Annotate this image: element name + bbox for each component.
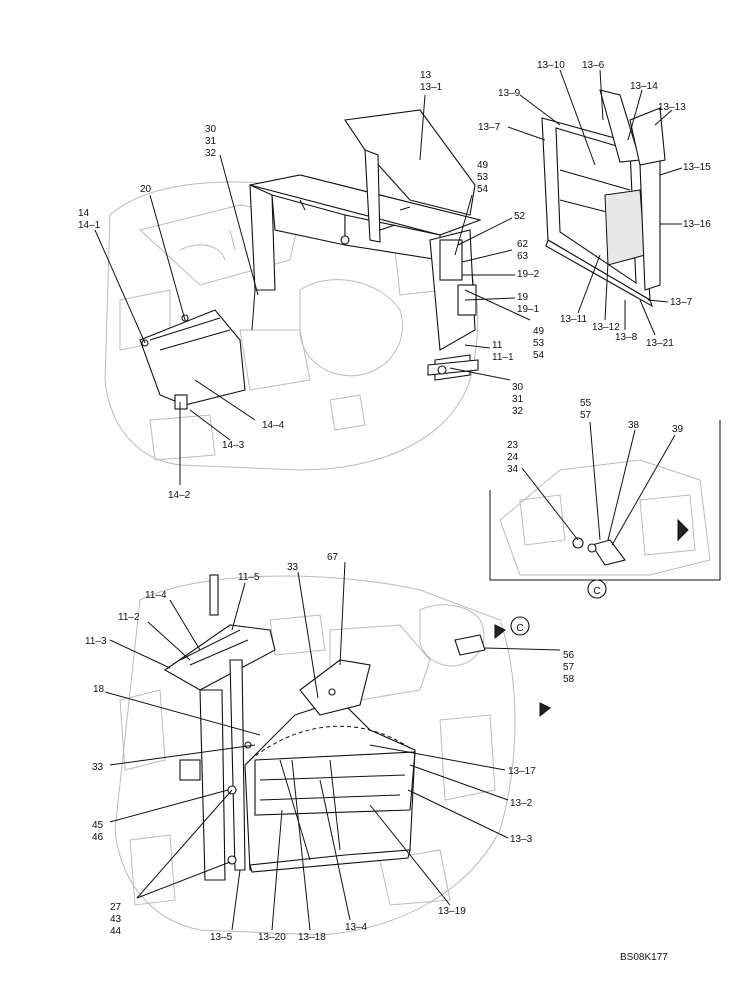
callout-label: 13–14 [630, 81, 658, 92]
leader-lines [94, 69, 683, 931]
callout-label: 39 [672, 424, 684, 435]
callout-label: 27 [110, 902, 122, 913]
callout-label: 46 [92, 832, 104, 843]
diagram-code: BS08K177 [620, 952, 668, 963]
callout-label: 19–1 [517, 304, 540, 315]
callout-label: 49 [477, 160, 489, 171]
callout-label: 11–2 [118, 612, 140, 623]
callout-label: 31 [512, 394, 524, 405]
callout-label: 13–7 [478, 122, 501, 133]
callout-label: 13–4 [345, 922, 368, 933]
callout-label: 31 [205, 136, 217, 147]
callout-label: 13–15 [683, 162, 711, 173]
callout-label: 13–8 [615, 332, 638, 343]
callout-label: 14–4 [262, 420, 285, 431]
callout-label: 14–1 [78, 220, 101, 231]
callout-label: 52 [514, 211, 526, 222]
callout-label: 13–7 [670, 297, 693, 308]
radiator-frame-inset [541, 89, 666, 308]
callout-label: 30 [205, 124, 217, 135]
background-upper-frame [104, 181, 479, 471]
callout-label: 13 [420, 70, 432, 81]
callout-label: 38 [628, 420, 640, 431]
detail-marker-label: C [516, 623, 523, 634]
detail-c-marker-main: C [510, 616, 530, 636]
callout-label: 13–21 [646, 338, 674, 349]
radiator-assembly-lower [163, 574, 551, 881]
cover-14 [139, 309, 246, 410]
callout-label: 13–9 [498, 88, 521, 99]
detail-view-c [489, 420, 721, 581]
callout-labels: 13 13–1 30 31 32 20 14 14–1 49 53 54 52 … [78, 60, 711, 943]
callout-label: 33 [92, 762, 104, 773]
callout-label: 13–1 [420, 82, 443, 93]
callout-label: 63 [517, 251, 529, 262]
callout-label: 13–12 [592, 322, 620, 333]
callout-label: 53 [477, 172, 489, 183]
callout-label: 11–3 [85, 636, 107, 647]
callout-label: 53 [533, 338, 545, 349]
callout-label: 19 [517, 292, 529, 303]
callout-label: 13–10 [537, 60, 565, 71]
callout-label: 11–1 [492, 352, 514, 363]
callout-label: 11 [492, 340, 503, 351]
callout-label: 13–19 [438, 906, 466, 917]
callout-label: 30 [512, 382, 524, 393]
callout-label: 32 [512, 406, 524, 417]
callout-label: 56 [563, 650, 575, 661]
callout-label: 43 [110, 914, 122, 925]
callout-label: 58 [563, 674, 575, 685]
callout-label: 13–6 [582, 60, 605, 71]
callout-label: 62 [517, 239, 529, 250]
callout-label: 13–11 [560, 314, 588, 325]
callout-label: 13–3 [510, 834, 533, 845]
callout-label: 34 [507, 464, 519, 475]
callout-label: 13–2 [510, 798, 533, 809]
callout-label: 45 [92, 820, 104, 831]
shroud-frame-13 [249, 109, 482, 381]
callout-label: 20 [140, 184, 152, 195]
callout-label: 57 [580, 410, 592, 421]
callout-label: 14 [78, 208, 90, 219]
callout-label: 14–2 [168, 490, 191, 501]
callout-label: 11–4 [145, 590, 167, 601]
callout-label: 13–5 [210, 932, 233, 943]
callout-label: 13–18 [298, 932, 326, 943]
callout-label: 24 [507, 452, 519, 463]
callout-label: 57 [563, 662, 575, 673]
callout-label: 23 [507, 440, 519, 451]
callout-label: 13–16 [683, 219, 711, 230]
callout-label: 13–20 [258, 932, 286, 943]
callout-label: 54 [477, 184, 489, 195]
detail-c-marker-inset: C [587, 579, 607, 599]
detail-marker-label: C [593, 586, 600, 597]
callout-label: 55 [580, 398, 592, 409]
callout-label: 14–3 [222, 440, 245, 451]
callout-label: 13–13 [658, 102, 686, 113]
callout-label: 44 [110, 926, 122, 937]
callout-label: 13–17 [508, 766, 536, 777]
callout-label: 19–2 [517, 269, 540, 280]
callout-label: 67 [327, 552, 339, 563]
callout-label: 18 [93, 684, 105, 695]
callout-label: 54 [533, 350, 545, 361]
callout-label: 49 [533, 326, 545, 337]
callout-label: 33 [287, 562, 299, 573]
callout-label: 32 [205, 148, 217, 159]
callout-label: 11–5 [238, 572, 260, 583]
